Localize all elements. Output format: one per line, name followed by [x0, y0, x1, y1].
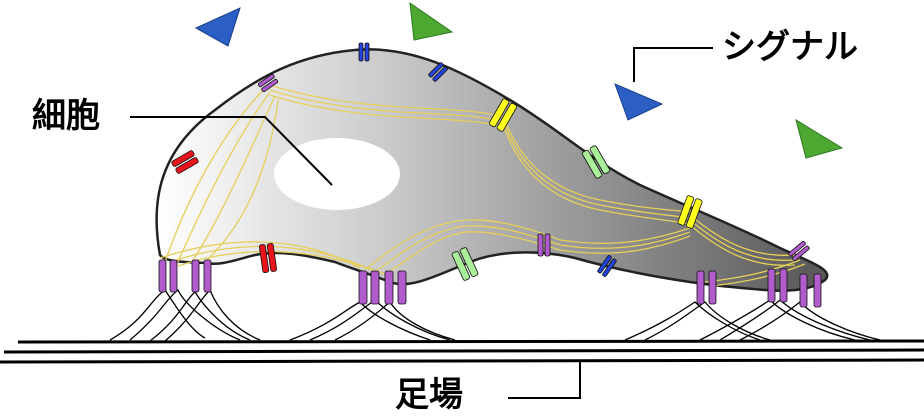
cell-body: [157, 49, 828, 290]
signal-triangle-blue: [196, 8, 240, 46]
signal-label: シグナル: [722, 30, 858, 64]
signal-triangle-green: [410, 3, 452, 40]
signal-leader-line: [634, 48, 713, 82]
cell-label: 細胞: [32, 99, 100, 133]
adhesion-fibers: [110, 290, 880, 341]
scaffold: [0, 341, 924, 362]
scaffold-label: 足場: [395, 378, 463, 412]
integrin-cluster: [159, 260, 211, 292]
signal-triangle-green: [796, 120, 842, 158]
nucleus: [274, 138, 400, 210]
scaffold-leader-line: [508, 360, 580, 398]
signal-triangle-blue: [615, 84, 662, 120]
